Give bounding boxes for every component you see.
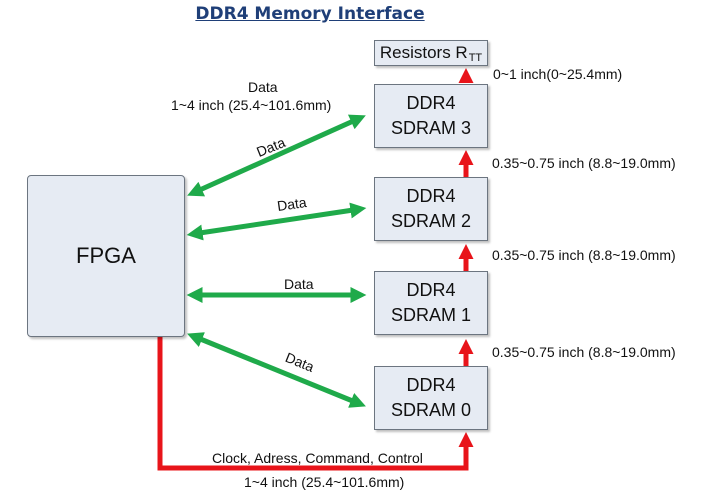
rtt-spacing-label: 0~1 inch(0~25.4mm) xyxy=(493,66,623,82)
page-title: DDR4 Memory Interface xyxy=(195,4,425,24)
spacing-label-3-2: 0.35~0.75 inch (8.8~19.0mm) xyxy=(492,155,676,171)
spacing-label-2-1: 0.35~0.75 inch (8.8~19.0mm) xyxy=(492,247,676,263)
sdram-2-box: DDR4 SDRAM 2 xyxy=(374,177,488,241)
spacing-label-1-0: 0.35~0.75 inch (8.8~19.0mm) xyxy=(492,344,676,360)
fpga-box: FPGA xyxy=(27,175,185,337)
sdram-1-line2: SDRAM 1 xyxy=(390,305,471,325)
fpga-label: FPGA xyxy=(76,243,136,268)
control-bus-length-label: 1~4 inch (25.4~101.6mm) xyxy=(244,474,405,490)
sdram-3-box: DDR4 SDRAM 3 xyxy=(374,84,488,148)
sdram-1-line1: DDR4 xyxy=(406,280,456,300)
resistors-label: Resistors R xyxy=(379,42,468,62)
sdram-2-line2: SDRAM 2 xyxy=(390,211,471,231)
sdram-2-line1: DDR4 xyxy=(406,186,456,206)
sdram-3-line1: DDR4 xyxy=(406,93,456,113)
control-bus-label: Clock, Adress, Command, Control xyxy=(212,450,423,466)
data-arrow-0 xyxy=(187,332,366,408)
sdram-0-line2: SDRAM 0 xyxy=(390,400,471,420)
sdram-0-line1: DDR4 xyxy=(406,375,456,395)
sdram-1-box: DDR4 SDRAM 1 xyxy=(374,271,488,335)
data-top-label: Data xyxy=(248,79,278,95)
sdram-3-line2: SDRAM 3 xyxy=(390,118,471,138)
data-arrow-3 xyxy=(187,114,366,197)
resistors-rtt-box: Resistors RTT xyxy=(374,40,488,66)
data-label-1: Data xyxy=(284,276,314,292)
control-bus-arrow xyxy=(157,337,474,471)
data-arrow-2 xyxy=(186,202,367,241)
data-top-length-label: 1~4 inch (25.4~101.6mm) xyxy=(171,97,332,113)
resistors-subscript: TT xyxy=(468,51,483,64)
sdram-0-box: DDR4 SDRAM 0 xyxy=(374,366,488,430)
